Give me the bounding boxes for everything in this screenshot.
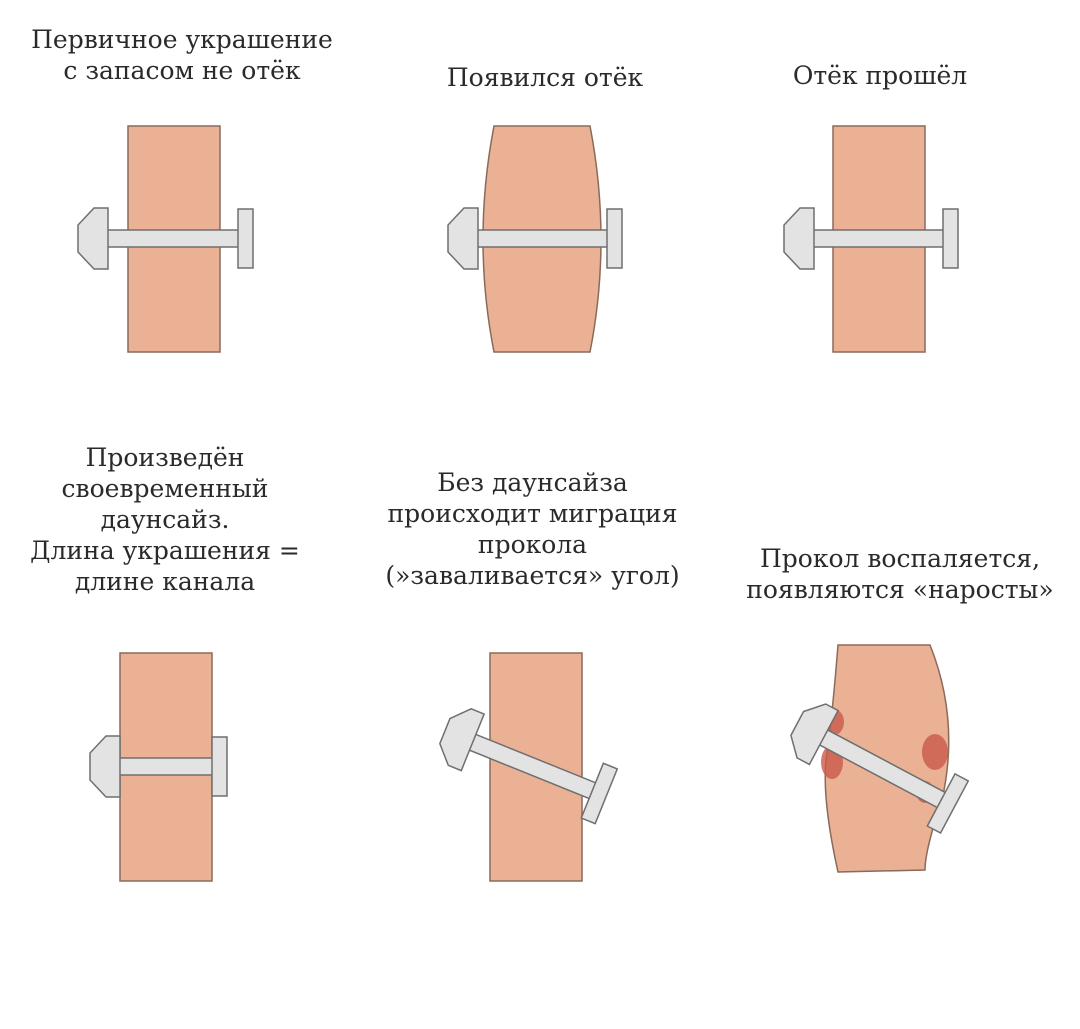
barbell-ball-end — [77, 207, 109, 270]
caption-swelling-gone: Отёк прошёл — [792, 61, 968, 90]
barbell-bar — [99, 229, 241, 248]
caption-inflammation: Прокол воспаляется, появляются «наросты» — [746, 544, 1054, 604]
panel-downsize — [89, 652, 228, 882]
barbell-ball-end — [439, 707, 486, 772]
barbell-flat-end — [926, 772, 970, 835]
panel-inflammation — [790, 644, 970, 873]
barbell-flat-end — [211, 736, 228, 797]
panel-swelling — [447, 125, 623, 353]
inflammation-spot — [922, 734, 948, 770]
caption-swelling-appeared: Появился отёк — [446, 63, 644, 92]
barbell-flat-end — [237, 208, 254, 269]
caption-initial-jewelry: Первичное украшение с запасом не отёк — [31, 25, 333, 85]
panel-initial — [77, 125, 254, 353]
barbell-flat-end — [580, 762, 619, 825]
barbell-ball-end — [783, 207, 815, 270]
barbell-ball-end — [89, 735, 121, 798]
barbell-ball-end — [790, 703, 840, 766]
caption-timely-downsize: Произведён своевременный даунсайз. Длина… — [30, 443, 300, 596]
barbell-flat-end — [606, 208, 623, 269]
barbell-bar — [111, 757, 217, 776]
panel-swelling-gone — [783, 125, 959, 353]
barbell-bar — [807, 229, 947, 248]
barbell-bar — [471, 229, 611, 248]
barbell-ball-end — [447, 207, 479, 270]
caption-migration: Без даунсайза происходит миграция прокол… — [385, 468, 680, 590]
panel-migration — [439, 652, 619, 882]
barbell-flat-end — [942, 208, 959, 269]
